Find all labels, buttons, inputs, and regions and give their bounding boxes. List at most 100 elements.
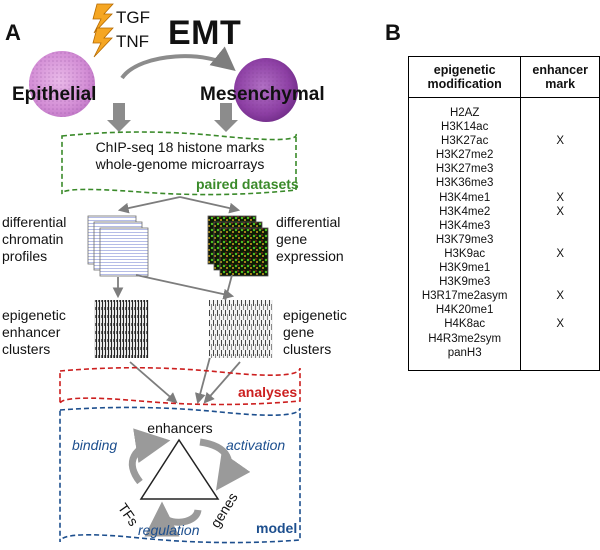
modification-cell: H3K4me3	[409, 218, 522, 233]
enhancer-mark-cell	[521, 219, 599, 233]
model-label: model	[256, 520, 298, 536]
modification-cell: panH3	[409, 345, 522, 360]
enhancer-clusters-line-3: clusters	[2, 341, 51, 357]
modification-cell: H3R17me2asym	[409, 289, 522, 304]
header-epigenetic-modification: epigenetic modification	[409, 57, 522, 98]
table-row: H3K9ac X	[409, 246, 599, 262]
paired-datasets-box	[61, 131, 297, 196]
header-enhancer-mark: enhancer mark	[520, 57, 599, 98]
chromatin-profile-label: differential chromatin profiles	[2, 214, 82, 265]
arrow-gene-analyses	[203, 361, 241, 404]
table-row: H3K14ac	[409, 120, 599, 135]
mesenchymal-cell-image	[234, 58, 298, 122]
modification-cell: H4K8ac	[409, 317, 522, 332]
gene-expression-line-1: differential	[276, 214, 341, 230]
table-row: panH3	[409, 345, 599, 360]
enhancer-mark-cell: X	[556, 135, 564, 148]
table-row: H3K4me2 X	[409, 204, 599, 219]
gene-cluster-image	[209, 300, 273, 358]
transition-arrow	[120, 46, 236, 80]
analyses-box	[59, 366, 301, 406]
gene-clusters-label: epigenetic gene clusters	[283, 307, 363, 358]
modification-cell: H4K20me1	[409, 303, 522, 318]
table-row: H3K4me1 X	[409, 190, 599, 205]
gene-clusters-line-1: epigenetic	[283, 307, 347, 323]
enhancer-mark-cell: X	[556, 247, 564, 260]
enhancer-clusters-line-1: epigenetic	[2, 307, 66, 323]
table-row: H3K36me3	[409, 176, 599, 191]
enhancer-cluster-image	[94, 300, 149, 358]
model-activation-label: activation	[226, 437, 286, 453]
enhancer-mark-cell: X	[556, 205, 564, 218]
enhancer-mark-cell: X	[556, 191, 564, 204]
model-regulation-label: regulation	[138, 522, 200, 538]
lightning-icon	[92, 3, 114, 58]
table-row: H2AZ	[409, 106, 599, 121]
activation-arrow	[199, 438, 251, 491]
enhancer-mark-table: epigenetic modification enhancer mark H2…	[408, 56, 600, 371]
enhancer-clusters-line-2: enhancer	[2, 324, 61, 340]
enhancer-mark-cell	[521, 261, 599, 275]
table-row: H3K79me3	[409, 232, 599, 247]
enhancer-mark-cell	[521, 148, 599, 162]
table-row: H3R17me2asym X	[409, 289, 599, 304]
enhancer-mark-cell	[521, 176, 599, 190]
model-binding-label: binding	[72, 437, 118, 453]
enhancer-mark-cell	[521, 120, 599, 134]
enhancer-mark-cell	[521, 346, 599, 360]
modification-cell: H3K9me3	[409, 275, 522, 290]
microarray-image	[207, 215, 269, 277]
enhancer-mark-cell	[521, 332, 599, 346]
modification-cell: H3K36me3	[409, 176, 522, 191]
modification-cell: H3K9me1	[409, 261, 522, 276]
table-row: H3K27me2	[409, 148, 599, 163]
gene-clusters-line-3: clusters	[283, 341, 332, 357]
modification-cell: H3K27me3	[409, 162, 522, 177]
modification-cell: H2AZ	[409, 106, 522, 121]
paired-datasets-label: paired datasets	[196, 176, 299, 192]
enhancer-mark-cell	[521, 303, 599, 317]
enhancer-mark-cell	[521, 233, 599, 247]
enhancer-mark-cell: X	[556, 318, 564, 331]
table-row: H4K20me1	[409, 303, 599, 318]
modification-cell: H3K9ac	[409, 246, 522, 262]
arrow-to-chromatin	[117, 196, 181, 214]
table-row: H4K8ac X	[409, 317, 599, 332]
enhancer-clusters-label: epigenetic enhancer clusters	[2, 307, 82, 358]
table-row: H3K4me3	[409, 218, 599, 233]
table-row: H3K9me1	[409, 261, 599, 276]
gene-expression-line-2: gene	[276, 231, 308, 247]
table-row: H3K27ac X	[409, 134, 599, 149]
gene-clusters-line-2: gene	[283, 324, 315, 340]
analyses-label: analyses	[238, 384, 298, 400]
chromatin-profile-line-3: profiles	[2, 248, 48, 264]
modification-cell: H3K27me2	[409, 148, 522, 163]
table-row: H3K9me3	[409, 275, 599, 290]
arrow-enhancer-analyses	[129, 361, 178, 404]
chromatin-profile-line-1: differential	[2, 214, 67, 230]
datasets-line-1: ChIP-seq 18 histone marks	[95, 139, 265, 155]
mesenchymal-label: Mesenchymal	[200, 84, 325, 105]
modification-cell: H3K27ac	[409, 134, 522, 149]
stimulus-tgf: TGF	[116, 8, 150, 27]
enhancer-mark-cell: X	[556, 290, 564, 303]
arrow-to-expression	[179, 196, 241, 214]
table-row: H4R3me2sym	[409, 331, 599, 346]
stimulus-tnf: TNF	[116, 32, 150, 51]
epithelial-label: Epithelial	[12, 84, 97, 105]
epithelial-cell-image	[29, 51, 95, 117]
modification-cell: H3K4me2	[409, 204, 522, 219]
emt-title: EMT	[168, 14, 242, 52]
modification-cell: H3K14ac	[409, 120, 522, 135]
model-enhancers-label: enhancers	[147, 420, 213, 436]
modification-cell: H3K79me3	[409, 232, 522, 247]
enhancer-mark-cell	[521, 106, 599, 120]
arrow-chromatin-gene	[135, 274, 235, 300]
modification-cell: H3K4me1	[409, 190, 522, 205]
gene-expression-line-3: expression	[276, 248, 344, 264]
model-box	[59, 406, 301, 544]
panel-b-letter: B	[385, 20, 401, 45]
enhancer-mark-cell	[521, 162, 599, 176]
gene-expression-label: differential gene expression	[276, 214, 356, 265]
